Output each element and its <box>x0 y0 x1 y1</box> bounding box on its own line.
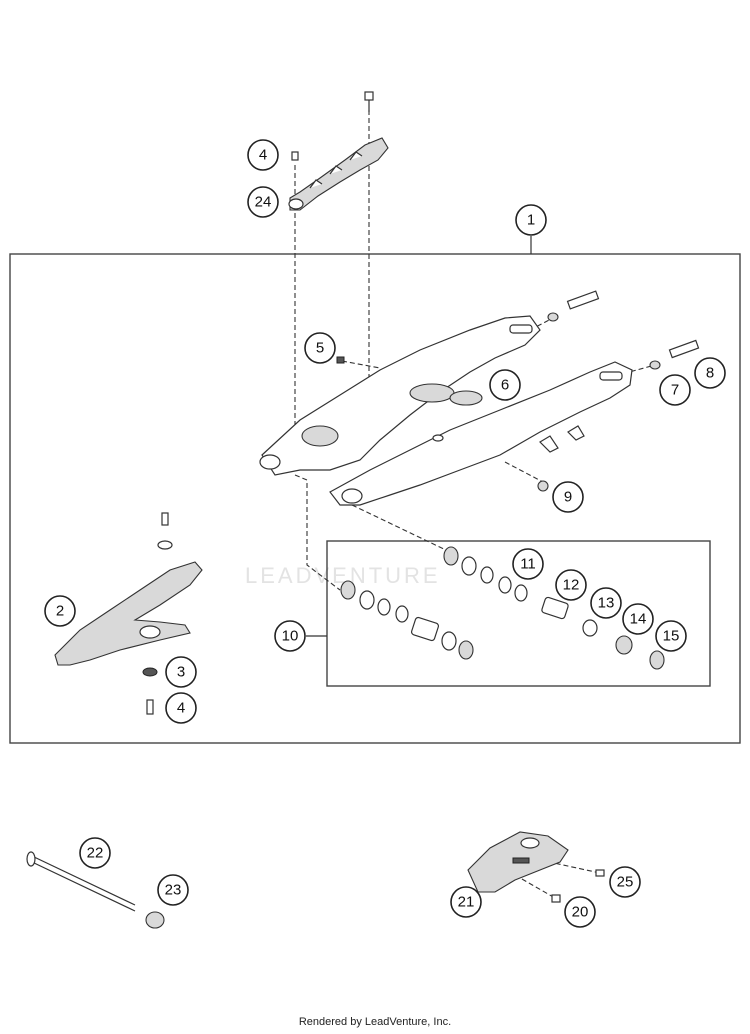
bolt-20-part <box>551 894 561 903</box>
pin-top <box>566 290 600 310</box>
svg-text:11: 11 <box>520 556 536 573</box>
axle <box>26 851 136 912</box>
chain-slider <box>54 512 203 666</box>
callout-4-bottom: 4 <box>165 692 197 724</box>
svg-text:8: 8 <box>706 365 714 382</box>
bolt-5-part <box>336 356 345 364</box>
assembly-line-bolt-9 <box>504 461 544 483</box>
watermark-text: LEADVENTURE <box>245 563 441 588</box>
callout-23: 23 <box>157 874 189 906</box>
callout-9: 9 <box>552 481 584 513</box>
callout-3: 3 <box>165 656 197 688</box>
callout-7: 7 <box>659 374 691 406</box>
svg-text:4: 4 <box>259 147 267 164</box>
svg-text:1: 1 <box>527 212 535 229</box>
bearing-parts <box>340 546 665 670</box>
bolt-4-lower-part <box>146 699 154 715</box>
callout-2: 2 <box>44 595 76 627</box>
callout-1: 1 <box>515 204 547 236</box>
footer-credit: Rendered by LeadVenture, Inc. <box>298 1016 452 1028</box>
svg-text:5: 5 <box>316 340 324 357</box>
callout-6: 6 <box>489 369 521 401</box>
assembly-line-bolt-20 <box>514 874 556 899</box>
callout-13: 13 <box>590 587 622 619</box>
callout-24: 24 <box>247 186 279 218</box>
svg-text:22: 22 <box>87 845 104 862</box>
callout-4-top: 4 <box>247 139 279 171</box>
top-bolt <box>364 91 374 112</box>
chain-guide-upper <box>288 137 389 211</box>
svg-text:12: 12 <box>563 577 580 594</box>
callout-22: 22 <box>79 837 111 869</box>
callout-15: 15 <box>655 620 687 652</box>
callout-25: 25 <box>609 866 641 898</box>
svg-text:10: 10 <box>282 628 299 645</box>
callout-11: 11 <box>512 548 544 580</box>
svg-text:13: 13 <box>598 595 615 612</box>
bolt-9-part <box>537 480 549 492</box>
bearing-kit-frame <box>326 540 711 687</box>
callout-14: 14 <box>622 603 654 635</box>
nut-top <box>547 312 559 322</box>
main-assembly-frame <box>9 253 741 744</box>
assembly-line-bolt-5 <box>341 360 381 369</box>
svg-text:9: 9 <box>564 489 572 506</box>
svg-text:25: 25 <box>617 874 634 891</box>
pin-8-part <box>668 339 700 359</box>
svg-text:24: 24 <box>255 194 272 211</box>
svg-text:14: 14 <box>630 611 647 628</box>
svg-text:21: 21 <box>458 894 475 911</box>
callout-5: 5 <box>304 332 336 364</box>
nut-7-part <box>649 360 661 370</box>
svg-text:3: 3 <box>177 664 185 681</box>
chain-guide-lower <box>467 831 569 893</box>
exploded-parts-diagram: LEADVENTURE <box>9 91 741 929</box>
callout-12: 12 <box>555 569 587 601</box>
svg-text:6: 6 <box>501 377 509 394</box>
svg-text:2: 2 <box>56 603 64 620</box>
svg-text:23: 23 <box>165 882 182 899</box>
swingarm <box>259 315 633 506</box>
callout-8: 8 <box>694 357 726 389</box>
svg-text:7: 7 <box>671 382 679 399</box>
svg-text:4: 4 <box>177 700 185 717</box>
assembly-line-pivot-right <box>351 504 451 553</box>
axle-nut <box>145 911 165 929</box>
callout-10: 10 <box>274 620 306 652</box>
bolt-25-part <box>595 869 605 877</box>
washer-3-part <box>142 667 158 677</box>
svg-text:20: 20 <box>572 904 589 921</box>
callout-21: 21 <box>450 886 482 918</box>
svg-text:15: 15 <box>663 628 680 645</box>
callout-20: 20 <box>564 896 596 928</box>
